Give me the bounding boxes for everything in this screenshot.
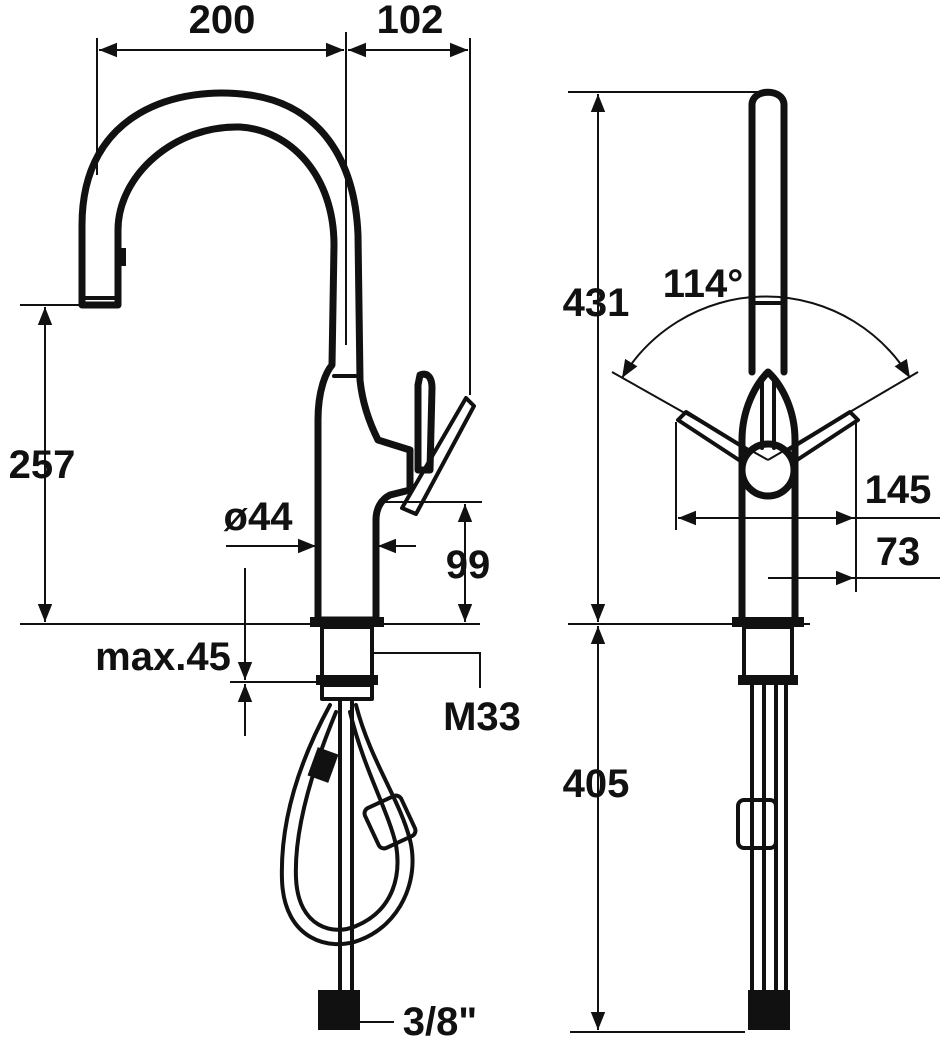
angle-ray-right <box>767 371 919 461</box>
lever-swing-right <box>786 410 860 464</box>
dim-label-145: 145 <box>865 468 932 512</box>
dim-label-257: 257 <box>9 443 76 487</box>
dim-label-99: 99 <box>446 543 491 587</box>
hose-end-fitting <box>318 990 360 1030</box>
dim-label-73: 73 <box>876 530 921 574</box>
hose-loop-inner <box>293 710 400 932</box>
base-plate <box>310 617 384 627</box>
dim-label-431: 431 <box>563 281 630 325</box>
front-lever-stem <box>760 376 776 450</box>
spray-button-icon <box>116 248 126 266</box>
dim-label-diameter: ø44 <box>224 495 294 539</box>
front-hose-weight <box>736 798 778 850</box>
leader-m33 <box>372 652 481 688</box>
lever-handle <box>414 370 436 474</box>
hose-connector-1 <box>307 747 339 783</box>
front-shank <box>742 625 794 679</box>
front-lever-knob <box>738 440 798 500</box>
lever-alt-position <box>400 396 476 516</box>
front-nut <box>738 675 798 685</box>
dim-label-405: 405 <box>563 762 630 806</box>
mounting-shank <box>320 625 374 679</box>
front-view: 431 405 114° 145 73 <box>563 88 940 1033</box>
faucet-spout-outline <box>78 89 414 624</box>
front-spout <box>748 88 788 376</box>
hose-loop-outer <box>279 703 415 947</box>
nut-ring <box>320 683 374 701</box>
label-m33: M33 <box>443 695 521 739</box>
mounting-nut <box>316 675 378 685</box>
dim-label-angle: 114° <box>663 262 744 306</box>
dim-label-200: 200 <box>189 0 256 42</box>
lever-swing-left <box>676 410 750 464</box>
hose-weight <box>362 793 418 851</box>
angle-ray-left <box>611 371 769 461</box>
side-view: 200 102 257 ø44 99 max.45 M33 3/8" <box>9 0 521 1040</box>
front-base-plate <box>732 617 804 627</box>
label-hose: 3/8" <box>403 1000 478 1040</box>
dim-arc-114 <box>621 295 911 379</box>
dim-label-102: 102 <box>377 0 444 42</box>
dim-label-max45: max.45 <box>95 635 231 679</box>
front-hose-end <box>748 990 790 1030</box>
